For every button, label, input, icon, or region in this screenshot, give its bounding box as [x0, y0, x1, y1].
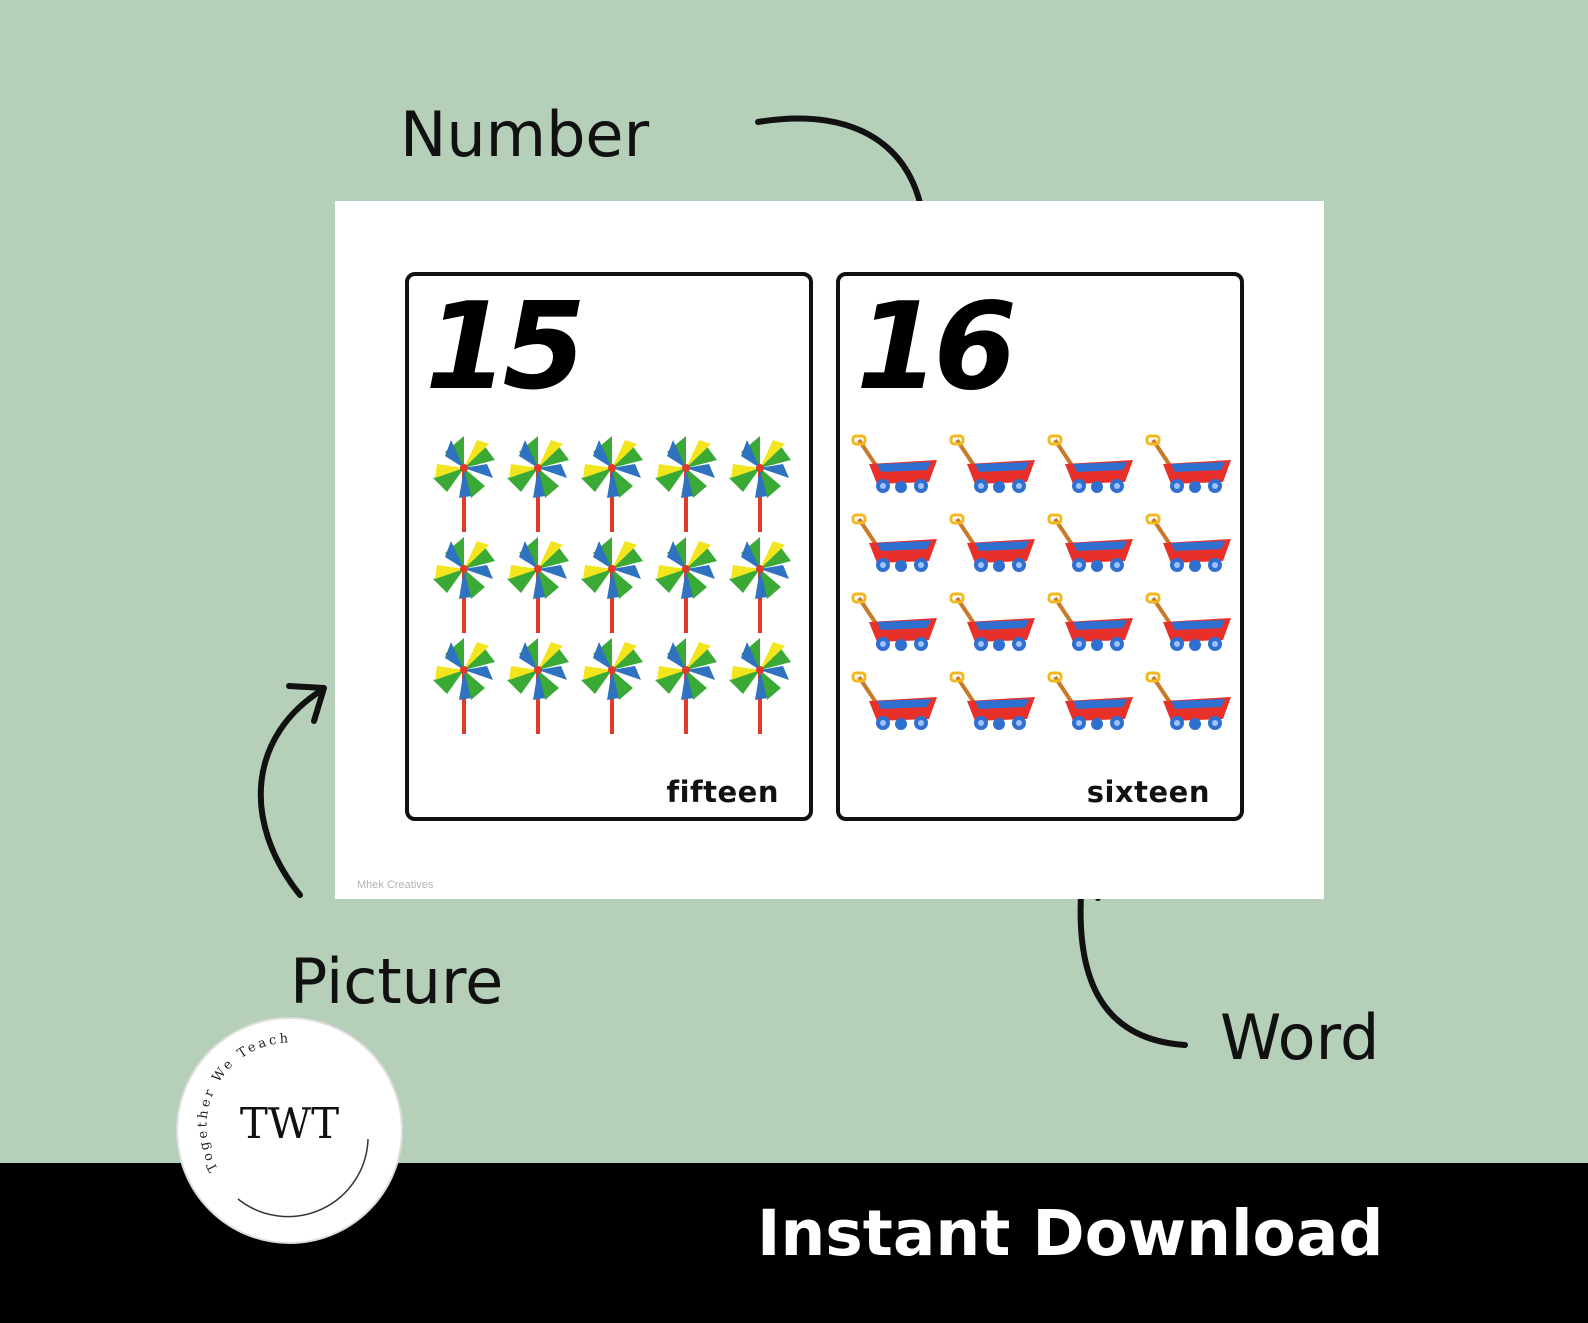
- picture-callout-label: Picture: [290, 945, 504, 1018]
- pinwheel-icon: [723, 636, 797, 737]
- picture-arrow: [257, 687, 325, 898]
- wagon-icon: [846, 592, 944, 671]
- pinwheel-icon: [501, 434, 575, 535]
- wagon-icon: [944, 513, 1042, 592]
- wagon-icon: [944, 434, 1042, 513]
- pinwheel-icon: [501, 535, 575, 636]
- pinwheel-icon: [723, 434, 797, 535]
- flashcard-sheet: 15: [335, 201, 1324, 899]
- flashcard-fifteen: 15: [405, 272, 813, 821]
- credit-text: Mhek Creatives: [357, 879, 434, 891]
- pinwheel-icon: [575, 434, 649, 535]
- card-word: fifteen: [666, 775, 779, 809]
- wagon-icon: [1042, 434, 1140, 513]
- wagon-icon: [1140, 671, 1238, 750]
- twt-logo: Together We Teach TWT: [176, 1017, 403, 1244]
- card-word: sixteen: [1086, 775, 1210, 809]
- number-callout-label: Number: [400, 98, 650, 171]
- word-callout-label: Word: [1220, 1001, 1380, 1074]
- pinwheel-icon: [649, 636, 723, 737]
- pinwheel-icon: [723, 535, 797, 636]
- wagon-icon: [1042, 513, 1140, 592]
- flashcard-sixteen: 16: [836, 272, 1244, 821]
- picture-grid: [846, 434, 1238, 750]
- wagon-icon: [846, 671, 944, 750]
- pinwheel-icon: [575, 535, 649, 636]
- wagon-icon: [1042, 592, 1140, 671]
- wagon-icon: [944, 671, 1042, 750]
- wagon-icon: [1042, 671, 1140, 750]
- pinwheel-icon: [501, 636, 575, 737]
- wagon-icon: [846, 513, 944, 592]
- wagon-icon: [846, 434, 944, 513]
- wagon-icon: [944, 592, 1042, 671]
- wagon-icon: [1140, 592, 1238, 671]
- wagon-icon: [1140, 513, 1238, 592]
- wagon-icon: [1140, 434, 1238, 513]
- logo-monogram: TWT: [239, 1099, 340, 1148]
- picture-arrow-head: [286, 683, 327, 724]
- pinwheel-icon: [575, 636, 649, 737]
- card-number: 16: [856, 278, 1017, 417]
- pinwheel-icon: [427, 434, 501, 535]
- pinwheel-icon: [427, 636, 501, 737]
- pinwheel-icon: [649, 535, 723, 636]
- pinwheel-icon: [649, 434, 723, 535]
- logo-ring: Together We Teach: [195, 1031, 369, 1218]
- pinwheel-icon: [427, 535, 501, 636]
- picture-grid: [427, 434, 797, 737]
- instant-download-text: Instant Download: [757, 1197, 1384, 1270]
- card-number: 15: [425, 278, 586, 417]
